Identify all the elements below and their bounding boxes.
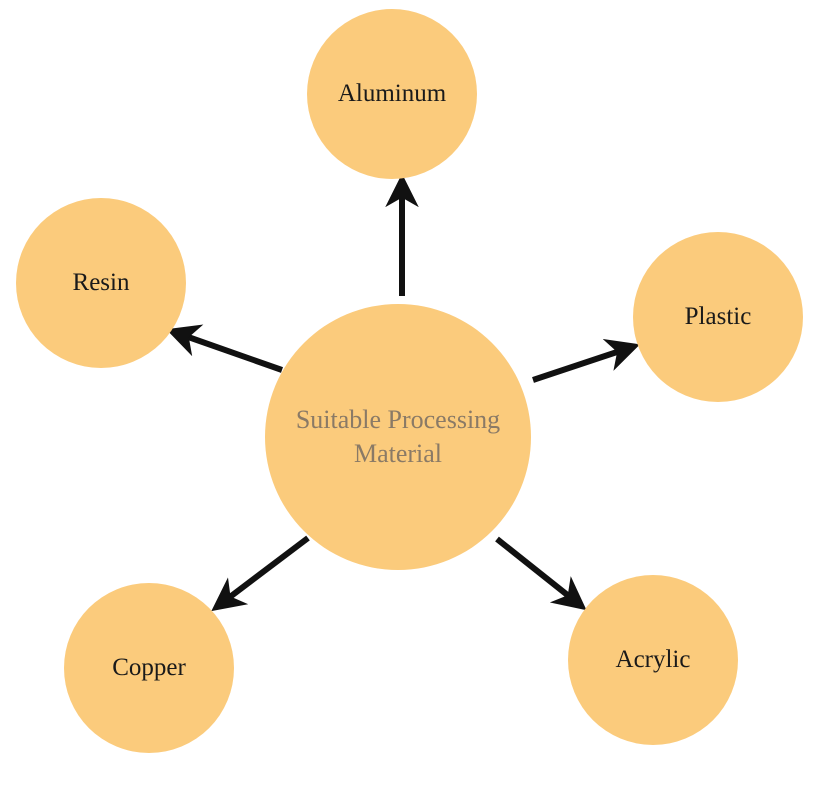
- material-label-plastic: Plastic: [684, 303, 752, 330]
- material-label-aluminum: Aluminum: [337, 80, 447, 107]
- material-node-aluminum: Aluminum: [307, 9, 477, 179]
- center-node-label: Suitable Processing Material: [295, 405, 501, 468]
- material-node-copper: Copper: [64, 583, 234, 753]
- arrow-to-copper: [211, 535, 310, 612]
- arrow-to-acrylic: [495, 536, 587, 611]
- material-node-plastic: Plastic: [633, 232, 803, 402]
- material-label-resin: Resin: [72, 269, 130, 296]
- material-node-resin: Resin: [16, 198, 186, 368]
- material-node-acrylic: Acrylic: [568, 575, 738, 745]
- material-label-acrylic: Acrylic: [615, 646, 691, 673]
- arrow-to-plastic: [532, 339, 640, 383]
- center-node: Suitable Processing Material: [265, 304, 531, 570]
- material-label-copper: Copper: [112, 654, 186, 681]
- arrow-to-resin: [166, 324, 283, 373]
